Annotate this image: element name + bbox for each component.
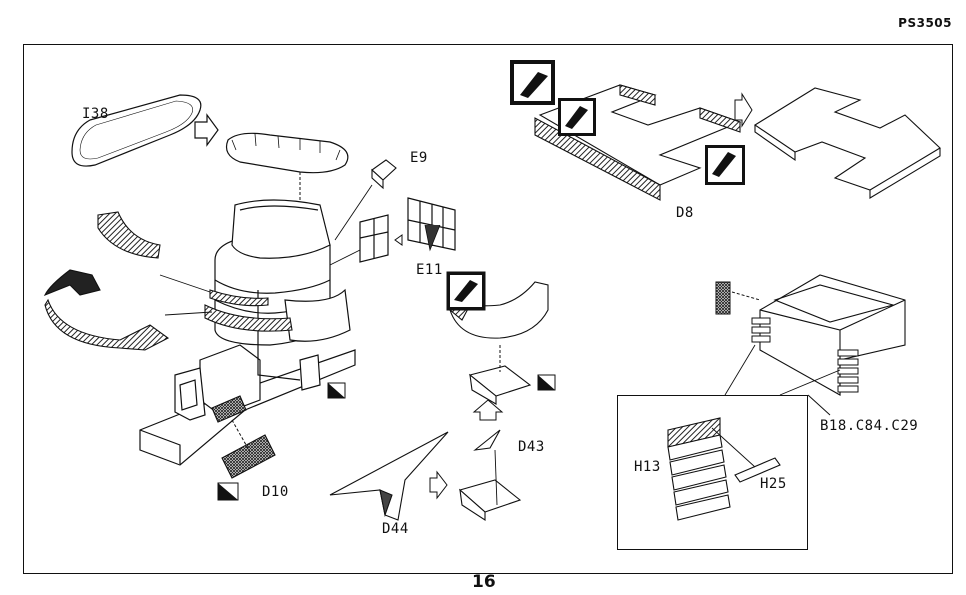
label-d43: D43 xyxy=(518,439,545,455)
label-part-group: B18.C84.C29 xyxy=(820,418,919,434)
arrow-icon xyxy=(472,399,504,421)
label-d44: D44 xyxy=(382,521,409,537)
label-i38: I38 xyxy=(82,106,109,122)
label-h13: H13 xyxy=(634,459,661,475)
part-d8-assembled xyxy=(753,87,941,199)
shutter-stack xyxy=(751,317,859,393)
part-i38-folded xyxy=(225,132,349,174)
photoetch-detail-icon xyxy=(558,98,596,136)
arrow-icon xyxy=(194,113,219,147)
bridge-box-structure xyxy=(759,274,906,396)
part-d10 xyxy=(211,395,276,479)
part-h13 xyxy=(667,417,731,521)
arrow-icon xyxy=(429,470,448,500)
label-e9: E9 xyxy=(410,150,428,166)
arrow-icon xyxy=(394,234,403,246)
arrow-icon xyxy=(734,92,753,128)
instruction-frame xyxy=(23,44,953,574)
walkway-parts xyxy=(43,211,293,351)
part-e11 xyxy=(359,197,456,263)
part-h25 xyxy=(734,457,781,483)
label-e11: E11 xyxy=(416,262,443,278)
tower-structure xyxy=(139,199,356,466)
photoetch-detail-icon xyxy=(446,271,486,311)
part-e9 xyxy=(371,159,397,190)
sheet-code: PS3505 xyxy=(898,16,952,30)
photoetch-detail-icon xyxy=(705,145,745,185)
page-number: 16 xyxy=(472,572,496,592)
part-grille xyxy=(715,281,731,315)
part-i38-flat xyxy=(71,94,202,167)
part-d44 xyxy=(329,431,449,521)
label-d8: D8 xyxy=(676,205,694,221)
detail-inset xyxy=(617,395,808,550)
part-d43 xyxy=(458,365,532,522)
label-d10: D10 xyxy=(262,484,289,500)
label-h25: H25 xyxy=(760,476,787,492)
photoetch-detail-icon xyxy=(510,60,555,105)
